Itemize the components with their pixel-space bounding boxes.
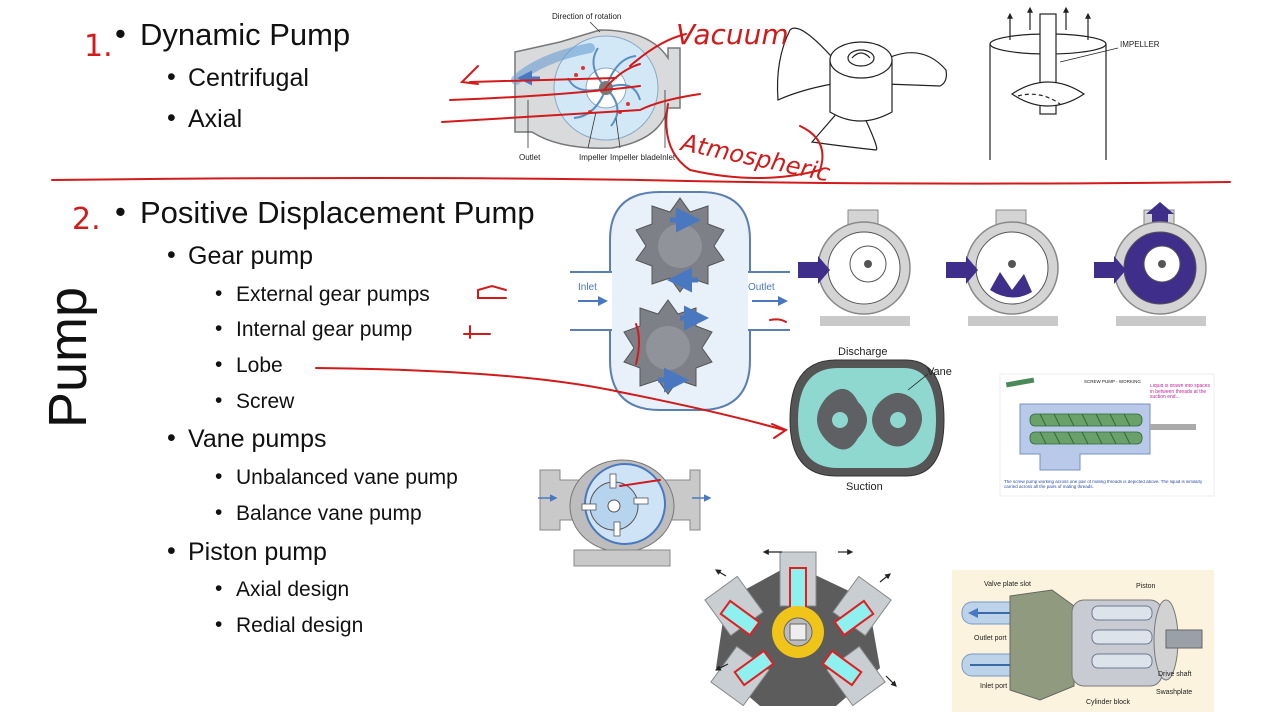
screw-caption: The screw pump working across one pair o…	[1004, 480, 1203, 489]
section-2-number: 2.	[72, 202, 101, 237]
piston-label-valve-plate-slot: Valve plate slot	[984, 581, 1031, 588]
screw-pump-diagram: SCREW PUMP - WORKING Liquid is drawn int…	[999, 373, 1215, 497]
section-2-title: Positive Displacement Pump	[115, 196, 535, 228]
centrifugal-label-impeller: Impeller	[579, 153, 608, 162]
piston-label-piston: Piston	[1136, 583, 1156, 590]
axial-impeller-diagram: IMPELLER	[989, 6, 1160, 160]
centrifugal-label-impeller-blade: Impeller blade	[610, 153, 661, 162]
section-1-number: 1.	[84, 29, 113, 64]
lobe-label-discharge: Discharge	[838, 346, 888, 358]
section-1-item-axial: Axial	[167, 106, 242, 132]
subitem-internal-gear: Internal gear pump	[215, 318, 412, 340]
external-gear-pump-diagram: Inlet Outlet	[570, 191, 790, 411]
piston-label-inlet-port: Inlet port	[980, 683, 1007, 690]
axial-propeller-diagram	[776, 27, 947, 151]
centrifugal-pump-diagram: Direction of rotation Outlet Impeller Im…	[511, 12, 681, 162]
item-gear-pump: Gear pump	[167, 243, 313, 269]
annotation-vacuum: Vacuum	[676, 18, 789, 51]
subitem-lobe: Lobe	[215, 354, 283, 376]
subitem-balance-vane: Balance vane pump	[215, 502, 422, 524]
centrifugal-label-rotation: Direction of rotation	[552, 12, 621, 21]
internal-gear-stage-3	[1094, 202, 1207, 326]
vane-pump-diagram	[538, 459, 712, 567]
lobe-pump-diagram: Discharge Vane Suction	[789, 346, 952, 493]
axial-piston-pump-diagram: Valve plate slot Piston Outlet port Driv…	[952, 570, 1214, 712]
item-vane-pumps: Vane pumps	[167, 426, 326, 452]
handwritten-annotations	[51, 33, 1231, 487]
piston-label-swashplate: Swashplate	[1156, 689, 1192, 696]
subitem-screw: Screw	[215, 390, 294, 412]
gear-label-outlet: Outlet	[748, 282, 775, 293]
centrifugal-label-outlet: Outlet	[519, 153, 541, 162]
internal-gear-stage-2	[946, 209, 1059, 326]
screw-title: SCREW PUMP - WORKING	[1084, 379, 1141, 384]
centrifugal-label-inlet: Inlet	[660, 153, 676, 162]
subitem-unbalanced-vane: Unbalanced vane pump	[215, 466, 458, 488]
lobe-label-suction: Suction	[846, 481, 883, 493]
internal-gear-pump-stages	[798, 202, 1207, 326]
internal-gear-stage-1	[798, 209, 911, 326]
radial-piston-pump-diagram	[704, 549, 897, 707]
subitem-axial-design: Axial design	[215, 578, 349, 600]
subitem-redial-design: Redial design	[215, 614, 363, 636]
axial-impeller-label: IMPELLER	[1120, 40, 1160, 49]
lobe-label-vane: Vane	[927, 366, 952, 378]
gear-label-inlet: Inlet	[578, 282, 597, 293]
piston-label-drive-shaft: Drive shaft	[1158, 671, 1192, 678]
item-piston-pump: Piston pump	[167, 539, 327, 565]
section-1-title: Dynamic Pump	[115, 18, 350, 50]
subitem-external-gear: External gear pumps	[215, 283, 430, 305]
piston-label-cylinder-block: Cylinder block	[1086, 699, 1130, 706]
screw-note: Liquid is drawn into spaces in between t…	[1150, 384, 1211, 400]
piston-label-outlet-port: Outlet port	[974, 635, 1007, 642]
section-1-item-centrifugal: Centrifugal	[167, 65, 309, 91]
